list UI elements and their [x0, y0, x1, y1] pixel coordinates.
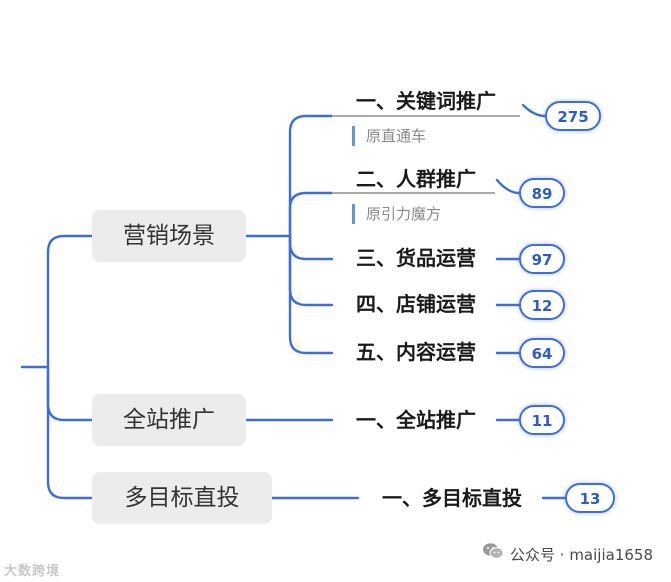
marketing-to-item1 — [288, 114, 334, 238]
count-badge: 11 — [519, 405, 565, 435]
count-badge: 89 — [519, 178, 565, 208]
badge-connector-1 — [521, 103, 547, 118]
wechat-account-footer: 公众号 · maijia1658 — [482, 542, 653, 568]
category-marketing-scenes[interactable]: 营销场景 — [92, 210, 246, 262]
count-badge: 12 — [519, 290, 565, 320]
leaf-store-operation[interactable]: 四、店铺运营 — [356, 292, 476, 316]
leaf-multi-target[interactable]: 一、多目标直投 — [382, 486, 522, 510]
leaf-product-operation[interactable]: 三、货品运营 — [356, 246, 476, 270]
root-to-site-connector — [46, 365, 94, 422]
leaf-audience-promotion[interactable]: 二、人群推广 — [356, 167, 476, 191]
marketing-to-item5 — [288, 234, 334, 355]
count-badge: 13 — [565, 483, 615, 513]
count-badge: 64 — [519, 338, 565, 368]
marketing-to-item3 — [288, 234, 334, 261]
leaf-note-audience: 原引力魔方 — [352, 204, 441, 224]
leaf-content-operation[interactable]: 五、内容运营 — [356, 340, 476, 364]
watermark: 大数跨境 — [4, 564, 61, 579]
marketing-to-item2 — [288, 191, 334, 238]
marketing-to-item4 — [288, 234, 334, 307]
leaf-site-promotion[interactable]: 一、全站推广 — [356, 408, 476, 432]
root-to-multi-connector — [46, 365, 94, 500]
category-label: 多目标直投 — [124, 485, 240, 511]
leaf-note-keyword: 原直通车 — [352, 126, 426, 146]
root-to-marketing-connector — [46, 234, 94, 369]
footer-text: 公众号 · maijia1658 — [510, 546, 653, 564]
leaf-keyword-promotion[interactable]: 一、关键词推广 — [356, 89, 496, 113]
category-site-promotion[interactable]: 全站推广 — [92, 394, 246, 446]
category-multi-target[interactable]: 多目标直投 — [92, 472, 272, 524]
wechat-icon — [482, 542, 504, 568]
badge-connector-2 — [495, 178, 521, 195]
category-label: 营销场景 — [123, 223, 215, 249]
count-badge: 275 — [545, 101, 601, 131]
count-badge: 97 — [519, 244, 565, 274]
category-label: 全站推广 — [123, 407, 215, 433]
